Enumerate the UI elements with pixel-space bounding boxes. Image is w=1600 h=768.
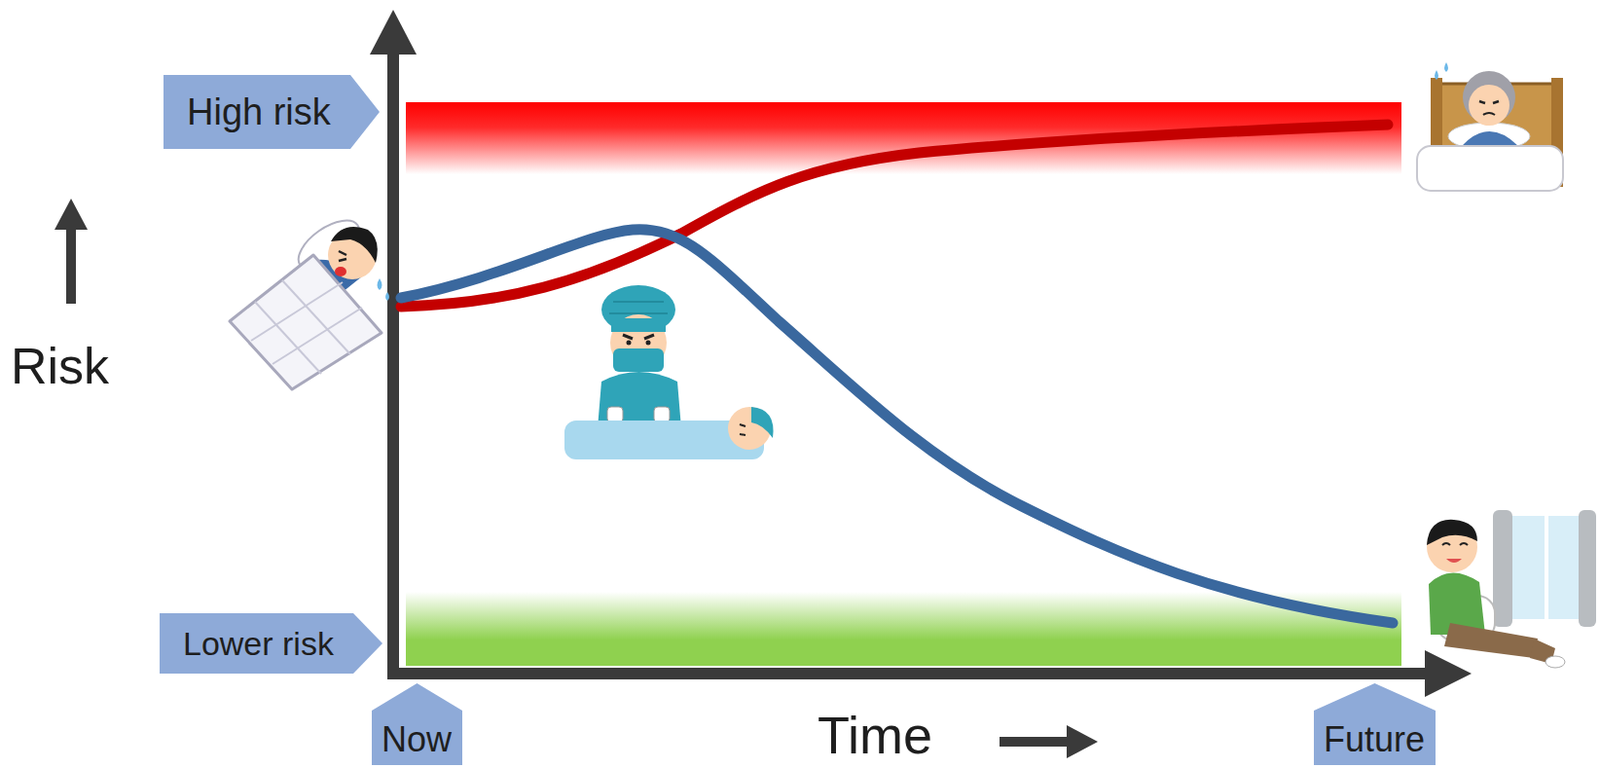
untreated-risk-curve	[400, 124, 1388, 307]
time-point-tag: Now	[371, 683, 463, 765]
axis-label: Risk	[10, 340, 110, 392]
surgeon-figure	[564, 285, 774, 460]
healthy-person-figure	[1426, 509, 1597, 668]
tag-outline	[371, 683, 463, 765]
high-risk-band	[405, 102, 1402, 175]
tag-text: High risk	[186, 93, 331, 131]
tag-text: Now	[381, 722, 452, 758]
up-arrow-head	[54, 198, 88, 230]
time-arrow	[999, 736, 1071, 747]
time-axis	[387, 667, 1431, 680]
tag-outline	[1313, 683, 1436, 765]
low-risk-band	[405, 591, 1402, 666]
tag-outline	[159, 613, 383, 674]
sick-person-figure	[229, 211, 390, 390]
treated-risk-curve	[400, 229, 1393, 623]
time-arrow-head	[1066, 725, 1098, 759]
risk-level-tag: High risk	[163, 74, 380, 149]
risk-axis	[387, 48, 400, 674]
tag-outline	[163, 74, 380, 149]
tag-text: Future	[1323, 722, 1425, 758]
elderly-patient-figure	[1417, 62, 1564, 191]
risk-level-tag: Lower risk	[159, 613, 383, 674]
up-arrow	[66, 221, 76, 304]
axis-arrowhead	[1424, 650, 1472, 697]
axis-arrowhead	[369, 9, 417, 55]
axis-label: Time	[817, 708, 933, 762]
tag-text: Lower risk	[182, 626, 334, 660]
time-point-tag: Future	[1313, 683, 1436, 765]
